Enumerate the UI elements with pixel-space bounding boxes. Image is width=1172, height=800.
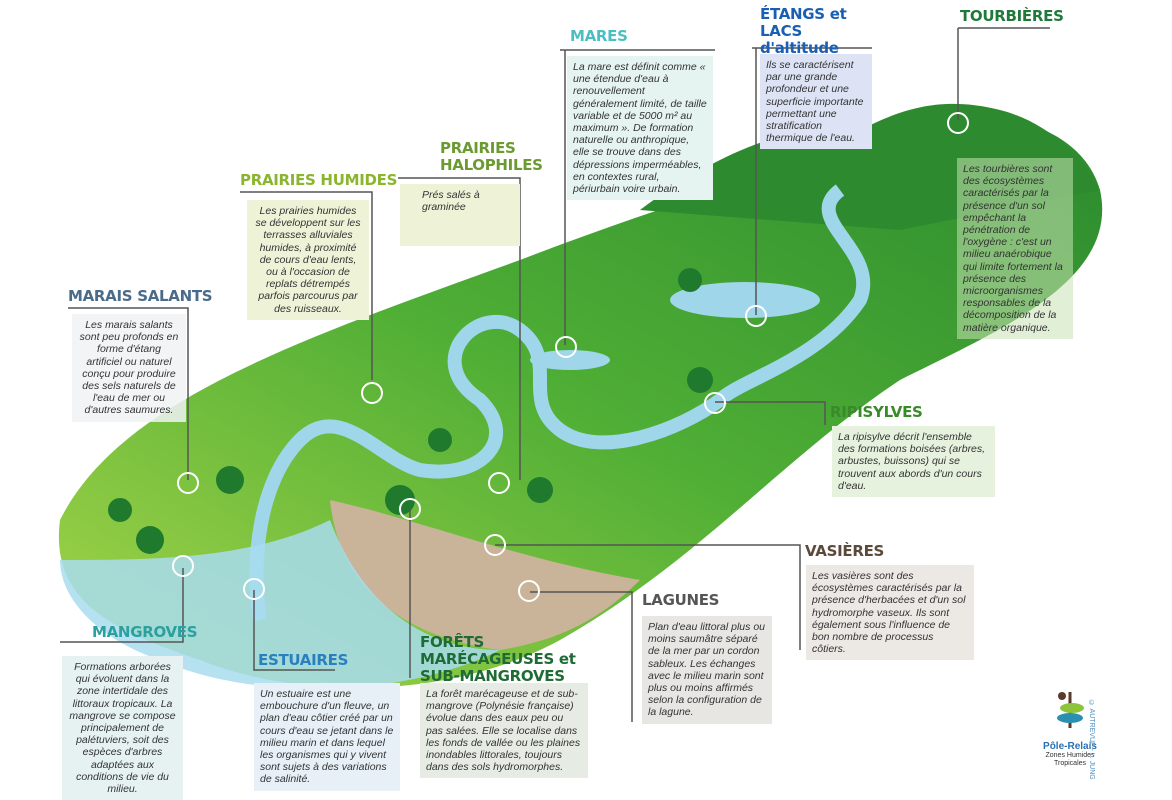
forets-text: La forêt marécageuse et de sub-mangrove … xyxy=(420,683,588,779)
marker-vasieres[interactable] xyxy=(484,534,506,556)
vasieres-title: VASIÈRES xyxy=(805,542,885,560)
mangroves-text: Formations arborées qui évoluent dans la… xyxy=(62,656,183,800)
pole-relais-logo: Pôle-Relais Zones Humides Tropicales xyxy=(1035,688,1105,778)
ripisylves-text: La ripisylve décrit l'ensemble des forma… xyxy=(832,426,995,498)
prairies-halophiles-title: PRAIRIES HALOPHILES xyxy=(440,139,543,174)
mares-text: La mare est définit comme « une étendue … xyxy=(567,56,713,201)
logo-subtitle: Zones Humides Tropicales xyxy=(1045,752,1095,767)
marker-ripisylves[interactable] xyxy=(704,392,726,414)
prairies-halophiles-text: Prés salés à graminée xyxy=(400,184,520,246)
marker-mares[interactable] xyxy=(555,336,577,358)
marker-prairies-humides[interactable] xyxy=(361,382,383,404)
pond xyxy=(530,350,610,370)
sandy-coast xyxy=(330,500,640,650)
trees xyxy=(108,268,713,554)
lagunes-text: Plan d'eau littoral plus ou moins saumât… xyxy=(642,616,772,724)
marker-estuaires[interactable] xyxy=(243,578,265,600)
vasieres-text: Les vasières sont des écosystèmes caract… xyxy=(806,565,974,661)
mares-title: MARES xyxy=(570,27,628,45)
prairies-humides-text: Les prairies humides se développent sur … xyxy=(247,200,369,320)
forets-title: FORÊTS MARÉCAGEUSES et SUB-MANGROVES xyxy=(420,633,576,685)
connector-lines xyxy=(60,27,1050,722)
marker-mangroves[interactable] xyxy=(172,555,194,577)
marker-marais-salants[interactable] xyxy=(177,472,199,494)
marker-prairies-halophiles[interactable] xyxy=(488,472,510,494)
marker-forets[interactable] xyxy=(399,498,421,520)
estuaires-title: ESTUAIRES xyxy=(258,651,349,669)
lake xyxy=(670,282,820,318)
bird-fish-logo-icon xyxy=(1057,692,1084,728)
prairies-humides-title: PRAIRIES HUMIDES xyxy=(240,171,398,189)
marais-salants-title: MARAIS SALANTS xyxy=(68,287,213,305)
logo-name: Pôle-Relais xyxy=(1043,741,1097,752)
estuaires-text: Un estuaire est une embouchure d'un fleu… xyxy=(254,683,400,791)
river xyxy=(249,184,871,622)
tourbieres-text: Les tourbières sont des écosystèmes cara… xyxy=(957,158,1073,339)
etangs-text: Ils se caractérisent par une grande prof… xyxy=(760,54,872,150)
etangs-title: ÉTANGS et LACS d'altitude xyxy=(760,5,847,57)
marker-lagunes[interactable] xyxy=(518,580,540,602)
mangroves-title: MANGROVES xyxy=(92,623,198,641)
tourbieres-title: TOURBIÈRES xyxy=(960,7,1064,25)
marais-salants-text: Les marais salants sont peu profonds en … xyxy=(72,314,186,422)
lagunes-title: LAGUNES xyxy=(642,591,720,609)
ripisylves-title: RIPISYLVES xyxy=(830,403,923,421)
estuary-water xyxy=(60,520,500,689)
marker-etangs[interactable] xyxy=(745,305,767,327)
marker-tourbieres[interactable] xyxy=(947,112,969,134)
credit-text: © AUTREVUE - L. JUNG xyxy=(1088,700,1095,780)
